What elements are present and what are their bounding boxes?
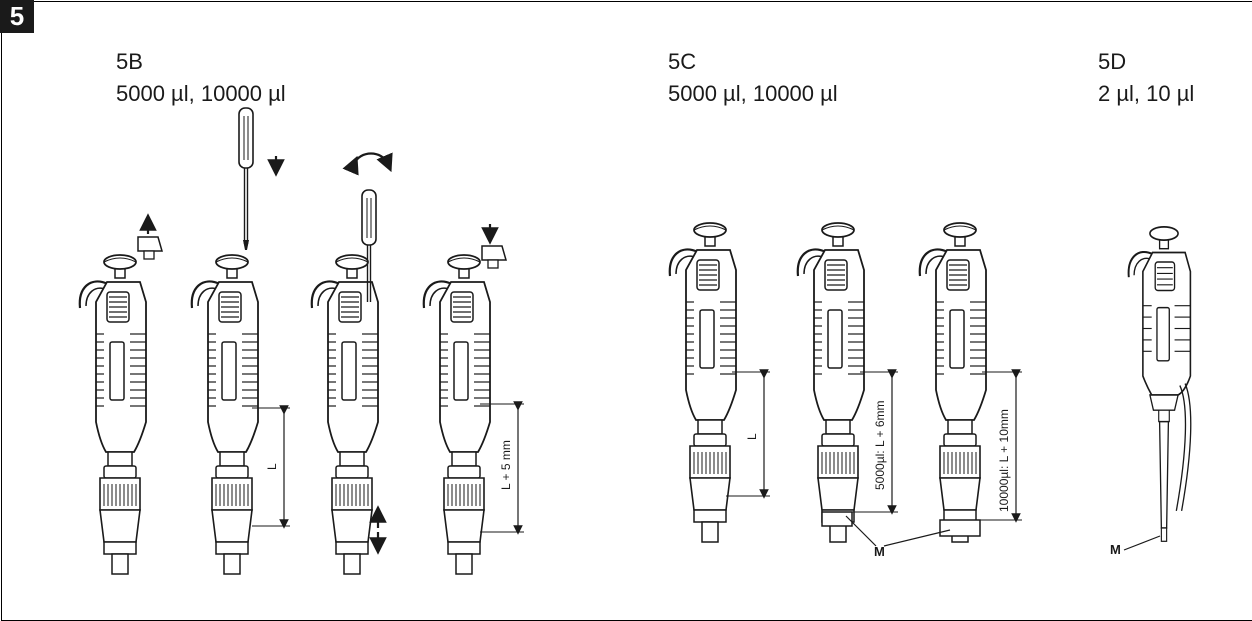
rotate-arrow-icon	[342, 152, 393, 176]
dimension-10000-label: 10000µl: L + 10mm	[997, 409, 1011, 512]
dimension-l-5c-label: L	[745, 433, 759, 440]
pipette-5c-1	[668, 221, 738, 544]
callout-m-5d: M	[1110, 542, 1121, 557]
pipette-5b-4	[422, 253, 492, 576]
ejector-cap-5b-1	[137, 236, 163, 260]
adapter-m-5c-2	[821, 511, 853, 527]
section-5d-volumes: 2 µl, 10 µl	[1098, 81, 1195, 106]
section-5b-title: 5B	[116, 49, 143, 74]
callout-m-line-1	[845, 515, 877, 547]
screwdriver-5b-3	[361, 189, 377, 302]
callout-m-line-2	[883, 529, 951, 547]
pipette-5c-2	[796, 221, 866, 544]
callout-m-line-5d	[1123, 535, 1161, 551]
pipette-5b-3	[310, 253, 380, 576]
section-5c-title: 5C	[668, 49, 697, 74]
section-5c-volumes: 5000 µl, 10000 µl	[668, 81, 838, 106]
dimension-l-5b-label: L	[265, 463, 279, 470]
section-5d-title: 5D	[1098, 49, 1127, 74]
dimension-l5-5b-label: L + 5 mm	[499, 440, 513, 490]
pipette-5b-2	[190, 253, 260, 576]
pipette-5d	[1127, 225, 1192, 542]
pipette-diagram: L L + 5 mm L 5000µl: L + 6mm 10000µl: L …	[78, 107, 1192, 576]
screwdriver-5b-2	[238, 107, 254, 250]
callout-m-5c: M	[874, 544, 885, 559]
figure-number-badge: 5	[0, 0, 34, 33]
pipette-5b-1	[78, 253, 148, 576]
pipette-5c-3	[918, 221, 988, 544]
ejector-cap-5b-4	[481, 245, 507, 269]
section-5b-volumes: 5000 µl, 10000 µl	[116, 81, 286, 106]
adapter-m-5c-3	[939, 519, 981, 537]
dimension-5000-label: 5000µl: L + 6mm	[873, 400, 887, 490]
